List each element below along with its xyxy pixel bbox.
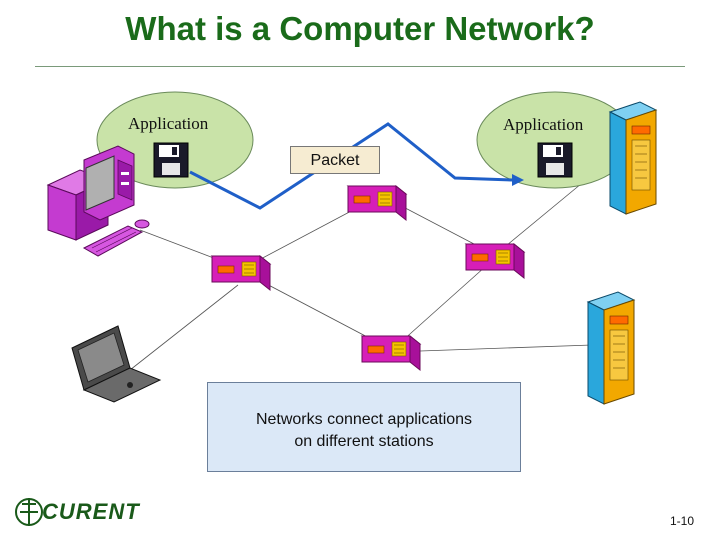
- router-icon: [465, 243, 525, 279]
- page-number: 1-10: [670, 514, 695, 528]
- server-tower-icon: [609, 101, 657, 215]
- router-icon: [347, 185, 407, 221]
- packet-path: [189, 122, 513, 210]
- floppy-disk-icon: [537, 142, 573, 178]
- server-tower-icon: [587, 291, 635, 405]
- keyboard-icon: [82, 225, 144, 257]
- application-bubble-left: [96, 91, 254, 189]
- laptop-icon: [71, 325, 162, 403]
- application-label-right: Application: [503, 115, 584, 134]
- curent-logo-text: CURENT: [42, 499, 140, 524]
- application-label-left: Application: [128, 114, 209, 133]
- floppy-disk-icon: [153, 142, 189, 178]
- packet-path-arrowhead: [512, 174, 524, 186]
- desktop-computer-icon: [46, 145, 135, 241]
- title-divider: [35, 66, 685, 67]
- slide-title: What is a Computer Network?: [125, 10, 595, 47]
- packet-label: Packet: [290, 146, 380, 174]
- router-icon: [211, 255, 271, 291]
- mouse-icon: [134, 219, 150, 229]
- caption-line-2: on different stations: [294, 433, 434, 450]
- caption-line-1: Networks connect applications: [255, 411, 473, 428]
- router-icon: [361, 335, 421, 371]
- curent-logo-icon: [15, 498, 43, 526]
- caption-box: Networks connect applications on differe…: [207, 382, 521, 472]
